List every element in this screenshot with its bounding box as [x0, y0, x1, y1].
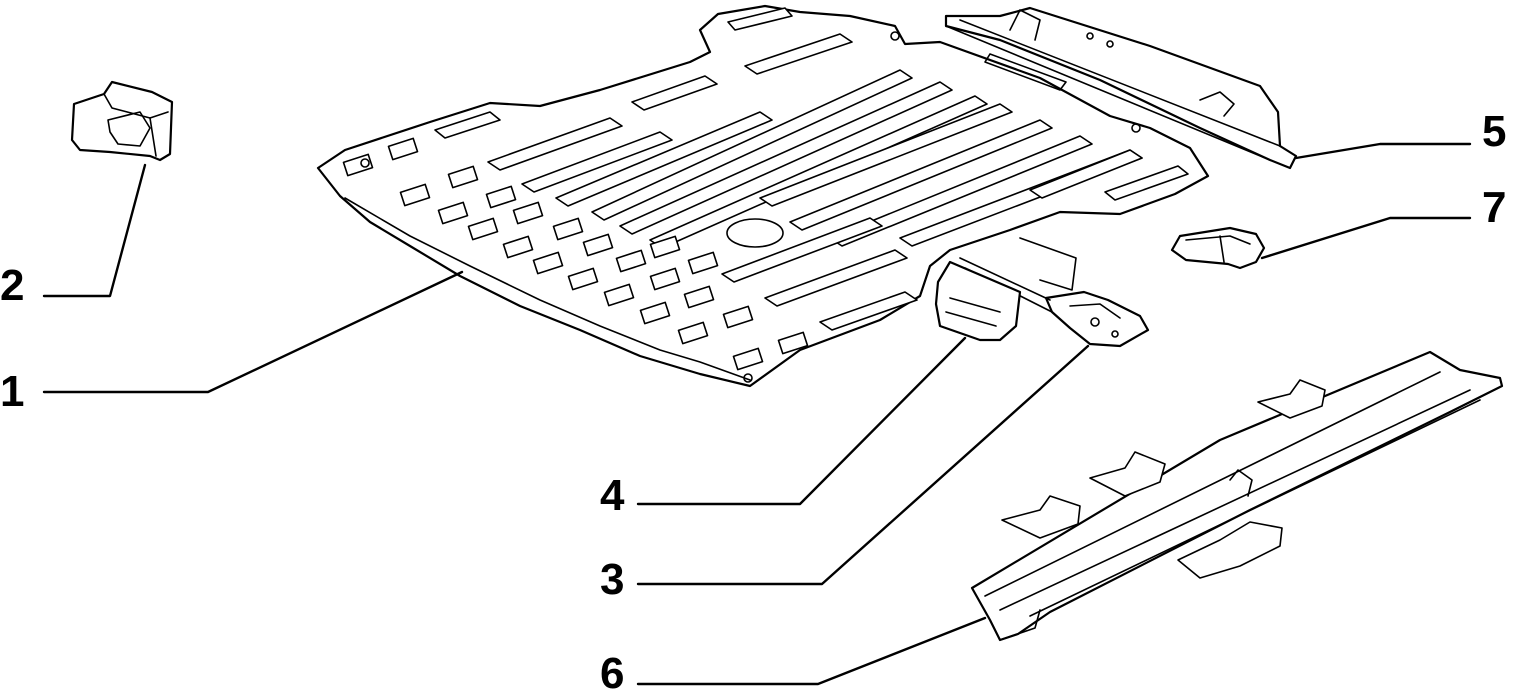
callout-6: 6	[600, 649, 624, 690]
callout-2: 2	[0, 261, 24, 310]
rear-crossmember	[944, 6, 1298, 170]
crossmember	[934, 237, 1077, 342]
leader-2	[42, 163, 147, 298]
callout-4: 4	[600, 471, 625, 520]
leader-6	[636, 616, 987, 686]
floor-pads	[342, 137, 809, 371]
leader-4	[636, 336, 967, 506]
callout-1: 1	[0, 367, 24, 416]
small-bracket	[1170, 226, 1266, 270]
leader-lines	[42, 142, 1472, 686]
callout-3: 3	[600, 555, 624, 604]
leader-1	[42, 270, 464, 394]
floor-ribs	[434, 7, 1189, 331]
callout-5: 5	[1482, 107, 1506, 156]
callout-labels: 1 2 3 4 5 6 7	[0, 107, 1506, 690]
side-sill-member	[970, 350, 1504, 642]
leader-3	[636, 344, 1090, 586]
callout-7: 7	[1482, 183, 1506, 232]
bracket	[70, 80, 174, 162]
leader-7	[1260, 216, 1472, 260]
floor-panel	[316, 4, 1210, 388]
leader-5	[1294, 142, 1472, 160]
